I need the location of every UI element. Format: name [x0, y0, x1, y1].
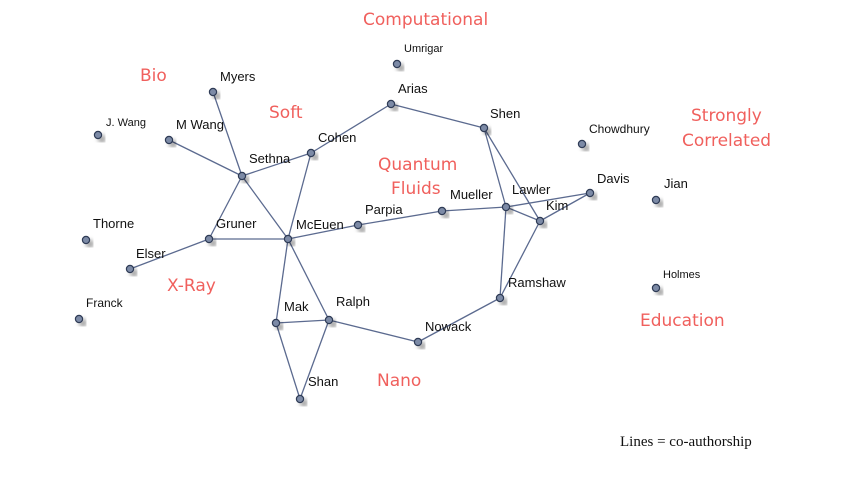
node-gruner	[204, 234, 214, 244]
area-soft: Soft	[269, 103, 303, 123]
edge-lawler-davis	[505, 192, 591, 208]
node-kim	[535, 216, 545, 226]
node-ralph	[324, 315, 334, 325]
node-parpia	[353, 220, 363, 230]
edge-shen-lawler	[483, 127, 507, 208]
edge-sethna-cohen	[241, 152, 312, 177]
node-arias	[386, 99, 396, 109]
researcher-name-labels: Myers M Wang J. Wang Sethna Cohen Arias …	[86, 43, 701, 389]
label-jwang: J. Wang	[106, 117, 146, 129]
area-quantum-fluids-line1: Quantum	[378, 155, 457, 175]
edge-lawler-ramshaw	[499, 206, 507, 299]
node-lawler	[501, 202, 511, 212]
label-franck: Franck	[86, 296, 124, 310]
edge-sethna-mceuen	[241, 175, 289, 240]
area-strongly-correlated-line1: Strongly	[691, 106, 762, 126]
label-myers: Myers	[220, 69, 256, 84]
label-ramshaw: Ramshaw	[508, 275, 566, 290]
node-shen	[479, 123, 489, 133]
label-ralph: Ralph	[336, 294, 370, 309]
edge-myers-sethna	[212, 91, 243, 177]
edge-kim-ramshaw	[499, 220, 541, 299]
edge-mak-shan	[275, 322, 301, 400]
edge-mwang-sethna	[168, 139, 243, 177]
label-kim: Kim	[546, 198, 568, 213]
researcher-nodes	[74, 59, 661, 404]
node-mceuen	[283, 234, 293, 244]
coauthorship-edges	[129, 91, 591, 400]
area-quantum-fluids-line2: Fluids	[391, 179, 441, 199]
area-computational: Computational	[363, 10, 488, 30]
node-ramshaw	[495, 293, 505, 303]
node-thorne	[81, 235, 91, 245]
label-mak: Mak	[284, 299, 309, 314]
edge-mceuen-mak	[275, 238, 289, 324]
label-davis: Davis	[597, 171, 630, 186]
node-elser	[125, 264, 135, 274]
label-shen: Shen	[490, 106, 520, 121]
edge-shen-kim	[483, 127, 541, 222]
legend-caption: Lines = co-authorship	[620, 434, 752, 450]
label-shan: Shan	[308, 374, 338, 389]
label-nowack: Nowack	[425, 319, 472, 334]
edge-ralph-shan	[299, 319, 330, 400]
node-mueller	[437, 206, 447, 216]
node-jian	[651, 195, 661, 205]
label-sethna: Sethna	[249, 151, 291, 166]
label-gruner: Gruner	[216, 216, 257, 231]
edge-sethna-gruner	[208, 175, 243, 240]
label-holmes: Holmes	[663, 269, 701, 281]
label-lawler: Lawler	[512, 182, 551, 197]
label-umrigar: Umrigar	[404, 43, 443, 55]
node-myers	[208, 87, 218, 97]
area-nano: Nano	[377, 371, 421, 391]
label-cohen: Cohen	[318, 130, 356, 145]
node-davis	[585, 188, 595, 198]
node-jwang	[93, 130, 103, 140]
node-mwang	[164, 135, 174, 145]
node-cohen	[306, 148, 316, 158]
edge-arias-shen	[390, 103, 485, 129]
label-elser: Elser	[136, 246, 166, 261]
label-mceuen: McEuen	[296, 217, 344, 232]
edge-nowack-ralph	[328, 319, 419, 343]
edge-kim-davis	[539, 192, 591, 222]
edge-mak-ralph	[275, 319, 330, 324]
node-shan	[295, 394, 305, 404]
node-sethna	[237, 171, 247, 181]
area-xray: X-Ray	[167, 276, 216, 296]
edge-lawler-kim	[505, 206, 541, 222]
label-thorne: Thorne	[93, 216, 134, 231]
node-umrigar	[392, 59, 402, 69]
research-area-labels: Computational Bio Soft Quantum Fluids St…	[140, 10, 771, 391]
node-mak	[271, 318, 281, 328]
label-mwang: M Wang	[176, 117, 224, 132]
edge-gruner-elser	[129, 238, 210, 270]
label-mueller: Mueller	[450, 187, 493, 202]
area-strongly-correlated-line2: Correlated	[682, 131, 771, 151]
area-education: Education	[640, 311, 725, 331]
node-franck	[74, 314, 84, 324]
label-arias: Arias	[398, 81, 428, 96]
node-nowack	[413, 337, 423, 347]
edge-mceuen-ralph	[287, 238, 330, 321]
area-bio: Bio	[140, 66, 167, 86]
edge-mueller-lawler	[441, 206, 507, 212]
edge-ramshaw-nowack	[417, 297, 501, 343]
label-jian: Jian	[664, 176, 688, 191]
edge-parpia-mueller	[357, 210, 443, 226]
edge-cohen-arias	[310, 103, 392, 154]
label-chowdhury: Chowdhury	[589, 122, 650, 136]
label-parpia: Parpia	[365, 202, 403, 217]
edge-cohen-mceuen	[287, 152, 312, 240]
node-holmes	[651, 283, 661, 293]
node-chowdhury	[577, 139, 587, 149]
edge-mceuen-parpia	[287, 224, 359, 240]
